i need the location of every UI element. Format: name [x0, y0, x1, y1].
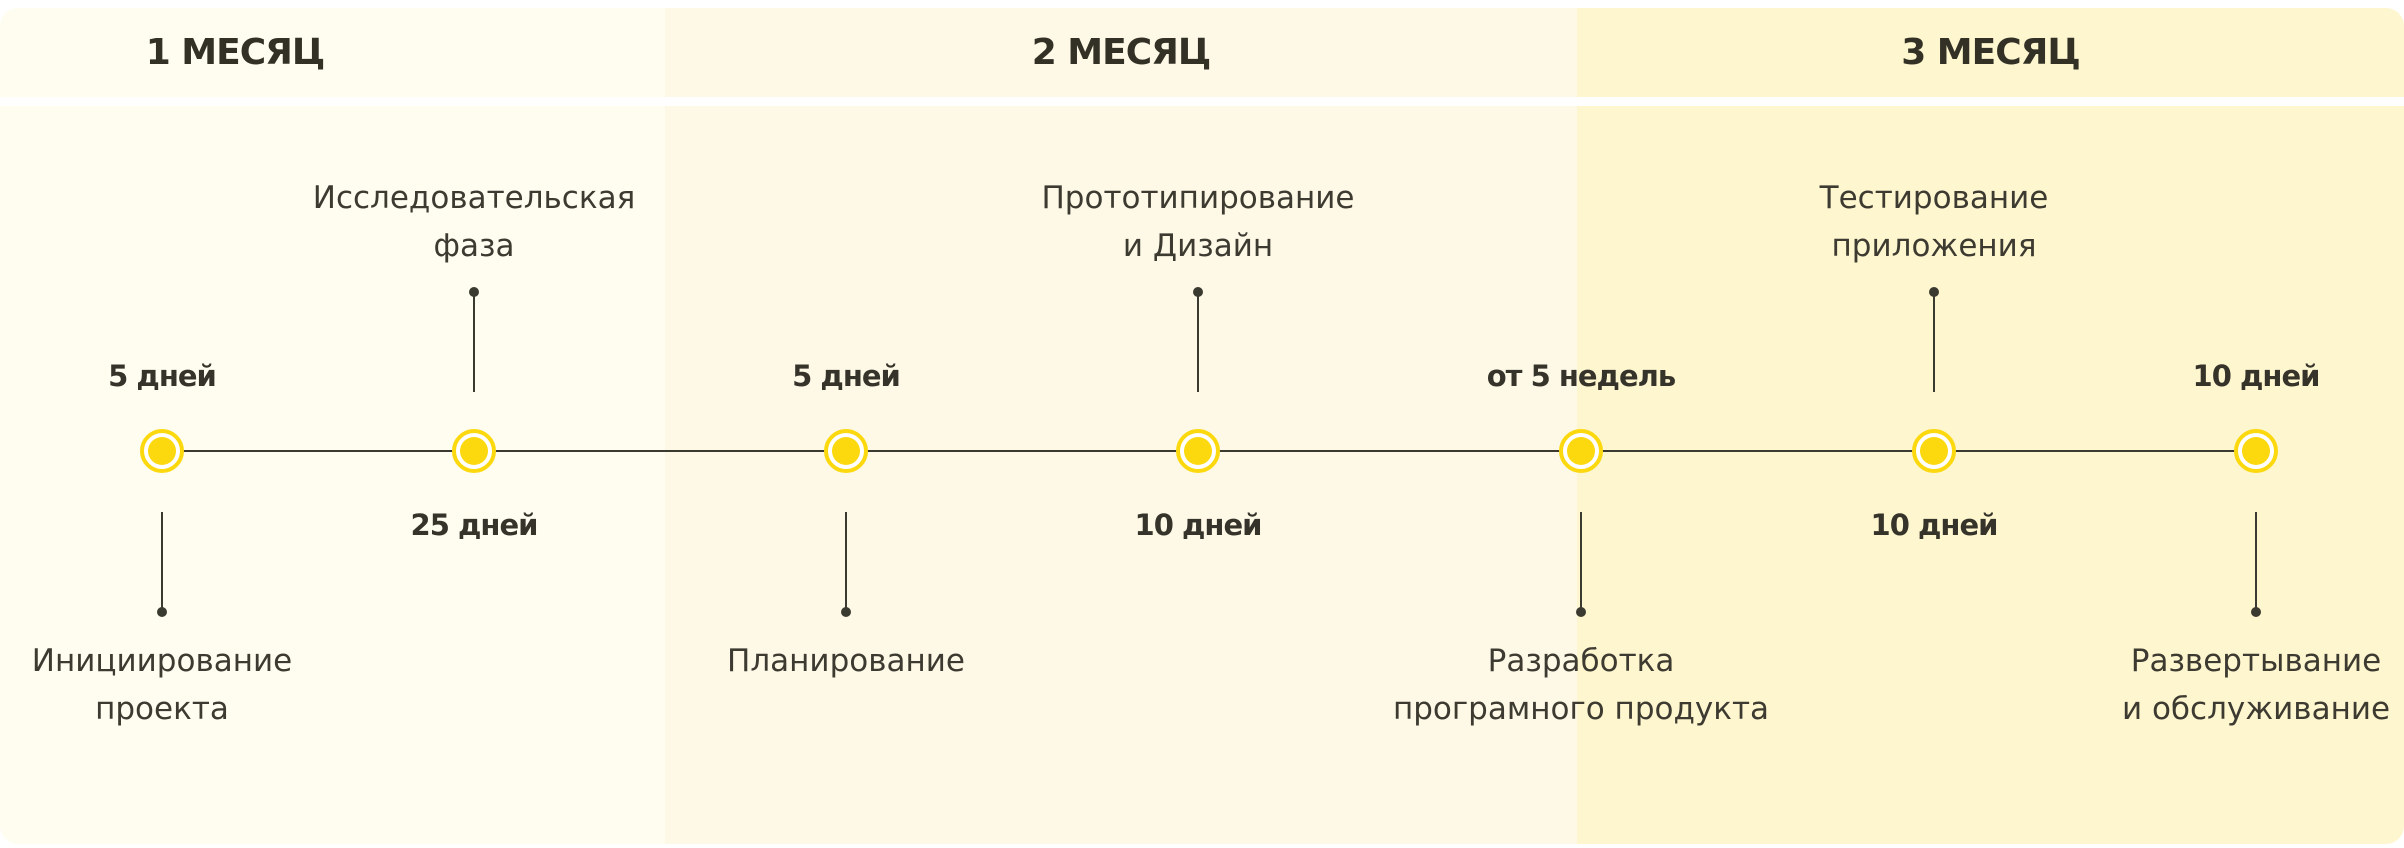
milestone-7-marker: [2234, 429, 2278, 473]
month-1-header: 1 МЕСЯЦ: [145, 32, 326, 73]
milestone-5-stem: [1576, 512, 1586, 617]
milestone-6-label: Тестирование приложения: [1819, 180, 2049, 264]
header-divider: [0, 97, 2404, 106]
milestone-4-stem: [1193, 287, 1203, 392]
milestone-5-marker: [1559, 429, 1603, 473]
milestone-7-stem: [2251, 512, 2261, 617]
milestone-7-duration: 10 дней: [2192, 359, 2321, 393]
month-2-panel: [665, 8, 1577, 844]
month-3-panel: [1577, 8, 2404, 844]
milestone-1-stem: [157, 512, 167, 617]
month-2-header: 2 МЕСЯЦ: [1031, 32, 1212, 73]
milestone-5-label: Разработка програмного продукта: [1392, 643, 1770, 727]
milestone-2-stem: [469, 287, 479, 392]
milestone-3-stem: [841, 512, 851, 617]
month-3-header: 3 МЕСЯЦ: [1901, 32, 2081, 73]
milestone-3-duration: 5 дней: [792, 359, 901, 393]
month-1-panel: [0, 8, 665, 844]
milestone-7-label: Развертывание и обслуживание: [2121, 643, 2391, 727]
milestone-3-label: Планирование: [727, 643, 965, 679]
milestone-2-marker: [452, 429, 496, 473]
milestone-5-duration: от 5 недель: [1486, 359, 1676, 393]
milestone-2-label: Исследовательская фаза: [312, 180, 636, 264]
milestone-6-duration: 10 дней: [1870, 508, 1999, 542]
milestone-4-label: Прототипирование и Дизайн: [1041, 180, 1355, 264]
milestone-6-stem: [1929, 287, 1939, 392]
milestone-1-duration: 5 дней: [108, 359, 217, 393]
milestone-1-marker: [140, 429, 184, 473]
milestone-1-label: Инициирование проекта: [31, 643, 293, 727]
milestone-4-duration: 10 дней: [1134, 508, 1263, 542]
milestone-3-marker: [824, 429, 868, 473]
milestone-6-marker: [1912, 429, 1956, 473]
milestone-4-marker: [1176, 429, 1220, 473]
milestone-2-duration: 25 дней: [410, 508, 539, 542]
